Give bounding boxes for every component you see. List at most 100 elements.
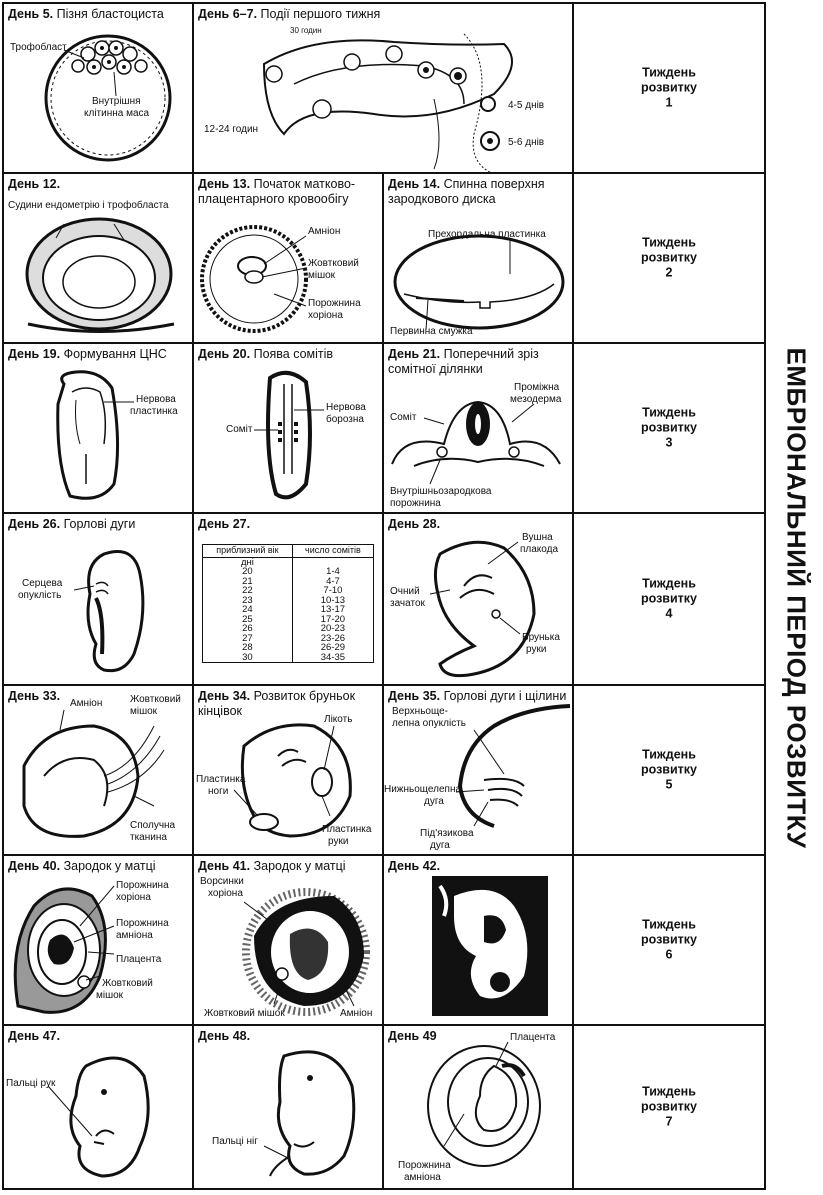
label-eye-1: Очний xyxy=(390,586,420,597)
cell-title: День 33. xyxy=(8,689,61,703)
table-cell-somites: 17-20 xyxy=(291,614,375,624)
blastocyst-figure xyxy=(44,34,172,162)
side-title-text: ЕМБРІОНАЛЬНИЙ ПЕРІОД РОЗВИТКУ xyxy=(781,347,811,848)
table-cell-somites: 34-35 xyxy=(291,652,375,663)
cell-day-48: День 48. Пальці ніг xyxy=(194,1026,384,1188)
cell-title: День 40. Зародок у матці xyxy=(8,859,156,873)
label-prechordal: Прехордальна пластинка xyxy=(428,229,546,240)
day42-photo xyxy=(432,876,548,1016)
day47-figure xyxy=(47,1056,150,1178)
day13-figure xyxy=(200,225,308,333)
label-toes: Пальці ніг xyxy=(212,1136,258,1147)
table-cell-somites: 10-13 xyxy=(291,595,375,605)
label-leg-plate-1: Пластинка xyxy=(196,774,246,785)
cell-day-19: День 19. Формування ЦНС Нервова пластинк… xyxy=(4,344,194,512)
label-fingers: Пальці рук xyxy=(6,1078,56,1089)
table-cell-somites: 7-10 xyxy=(291,586,375,596)
week-row-6: День 40. Зародок у матці Порожнина хоріо… xyxy=(4,856,764,1026)
label-12-24-hours: 12-24 годин xyxy=(204,124,259,135)
label-amnion: Амніон xyxy=(308,226,341,237)
day40-figure xyxy=(13,885,115,1014)
day35-figure xyxy=(455,704,571,828)
table-header-somites: число сомітів xyxy=(291,544,375,558)
cell-title: День 34. Розвиток бруньок кінцівок xyxy=(198,689,356,718)
table-cell-somites: 20-23 xyxy=(291,624,375,634)
cell-day-14: День 14. Спинна поверхня зародкового дис… xyxy=(384,174,574,342)
label-chorion-cavity-1: Порожнина xyxy=(116,880,169,891)
label-primitive-streak: Первинна смужка xyxy=(390,326,473,337)
cell-day-40: День 40. Зародок у матці Порожнина хоріо… xyxy=(4,856,194,1024)
label-yolk-2: мішок xyxy=(96,990,124,1001)
cell-title: День 26. Горлові дуги xyxy=(8,517,136,531)
day26-figure xyxy=(73,550,145,673)
cell-day-49: День 49 Плацента Порожнина амніона xyxy=(384,1026,574,1188)
cell-title: День 12. xyxy=(8,177,61,191)
label-maxillary-1: Верхньоще- xyxy=(392,706,448,717)
cell-title: День 35. Горлові дуги і щілини xyxy=(388,689,567,703)
label-yolk-2: мішок xyxy=(308,270,336,281)
day49-figure xyxy=(427,1041,541,1167)
label-intraembryonic-1: Внутрішньозародкова xyxy=(390,486,492,497)
cell-day-26: День 26. Горлові дуги Серцева опуклість xyxy=(4,514,194,684)
label-arm-bud-2: руки xyxy=(526,644,547,655)
cell-title: День 20. Поява сомітів xyxy=(198,347,334,361)
day12-figure xyxy=(25,217,175,333)
day33-figure xyxy=(22,709,165,838)
cell-title: День 42. xyxy=(388,859,441,873)
cell-day-42: День 42. xyxy=(384,856,574,1024)
cell-title: День 19. Формування ЦНС xyxy=(8,347,167,361)
cell-day-12: День 12. Судини ендометрію і трофобласта xyxy=(4,174,194,342)
cell-day-33: День 33. Амніон Жовтковий мішок Сполучна… xyxy=(4,686,194,854)
label-maxillary-2: лепна опуклість xyxy=(392,718,466,729)
label-chorion-2: хоріона xyxy=(308,310,343,321)
label-amnion-cavity-2: амніона xyxy=(404,1172,441,1183)
table-cell-somites: 26-29 xyxy=(291,643,375,653)
label-mandibular-2: дуга xyxy=(424,796,444,807)
cell-title: День 5. Пізня бластоциста xyxy=(8,7,164,21)
label-intraembryonic-2: порожнина xyxy=(390,498,441,509)
label-villi-1: Ворсинки xyxy=(200,876,244,887)
label-yolk-sac: Жовтковий мішок xyxy=(204,1008,285,1019)
cell-title: День 13. Початок матково-плацентарного к… xyxy=(198,177,356,206)
week-row-4: День 26. Горлові дуги Серцева опуклість … xyxy=(4,514,764,686)
week-row-7: День 47. Пальці рук День 48. Пальці ніг … xyxy=(4,1026,764,1188)
label-hyoid-2: дуга xyxy=(430,840,450,851)
label-inner-mass-2: клітинна маса xyxy=(84,108,150,119)
day48-figure xyxy=(263,1050,356,1177)
cell-day-21: День 21. Поперечний зріз сомітної ділянк… xyxy=(384,344,574,512)
label-amnion: Амніон xyxy=(340,1008,373,1019)
label-otic-2: плакода xyxy=(520,544,559,555)
cell-day-6-7: День 6–7. Події першого тижня 4-5 днів 5… xyxy=(194,4,574,172)
label-amnion-cavity-1: Порожнина xyxy=(116,918,169,929)
label-somite: Соміт xyxy=(226,424,253,435)
label-intermediate-1: Проміжна xyxy=(514,382,560,393)
day28-figure xyxy=(429,540,536,678)
cell-day-47: День 47. Пальці рук xyxy=(4,1026,194,1188)
label-arm-plate-2: руки xyxy=(328,836,349,847)
week-row-1: День 5. Пізня бластоциста Трофобласт Вну… xyxy=(4,4,764,174)
label-hyoid-1: Під'язикова xyxy=(420,828,474,839)
label-somite: Соміт xyxy=(390,412,417,423)
table-row: дні xyxy=(202,557,375,567)
label-connective-1: Сполучна xyxy=(130,820,176,831)
label-heart-bulge-1: Серцева xyxy=(22,578,63,589)
label-elbow: Лікоть xyxy=(324,714,353,725)
cell-day-34: День 34. Розвиток бруньок кінцівок Лікот… xyxy=(194,686,384,854)
week-row-2: День 12. Судини ендометрію і трофобласта… xyxy=(4,174,764,344)
side-title: ЕМБРІОНАЛЬНИЙ ПЕРІОД РОЗВИТКУ xyxy=(768,0,823,1195)
